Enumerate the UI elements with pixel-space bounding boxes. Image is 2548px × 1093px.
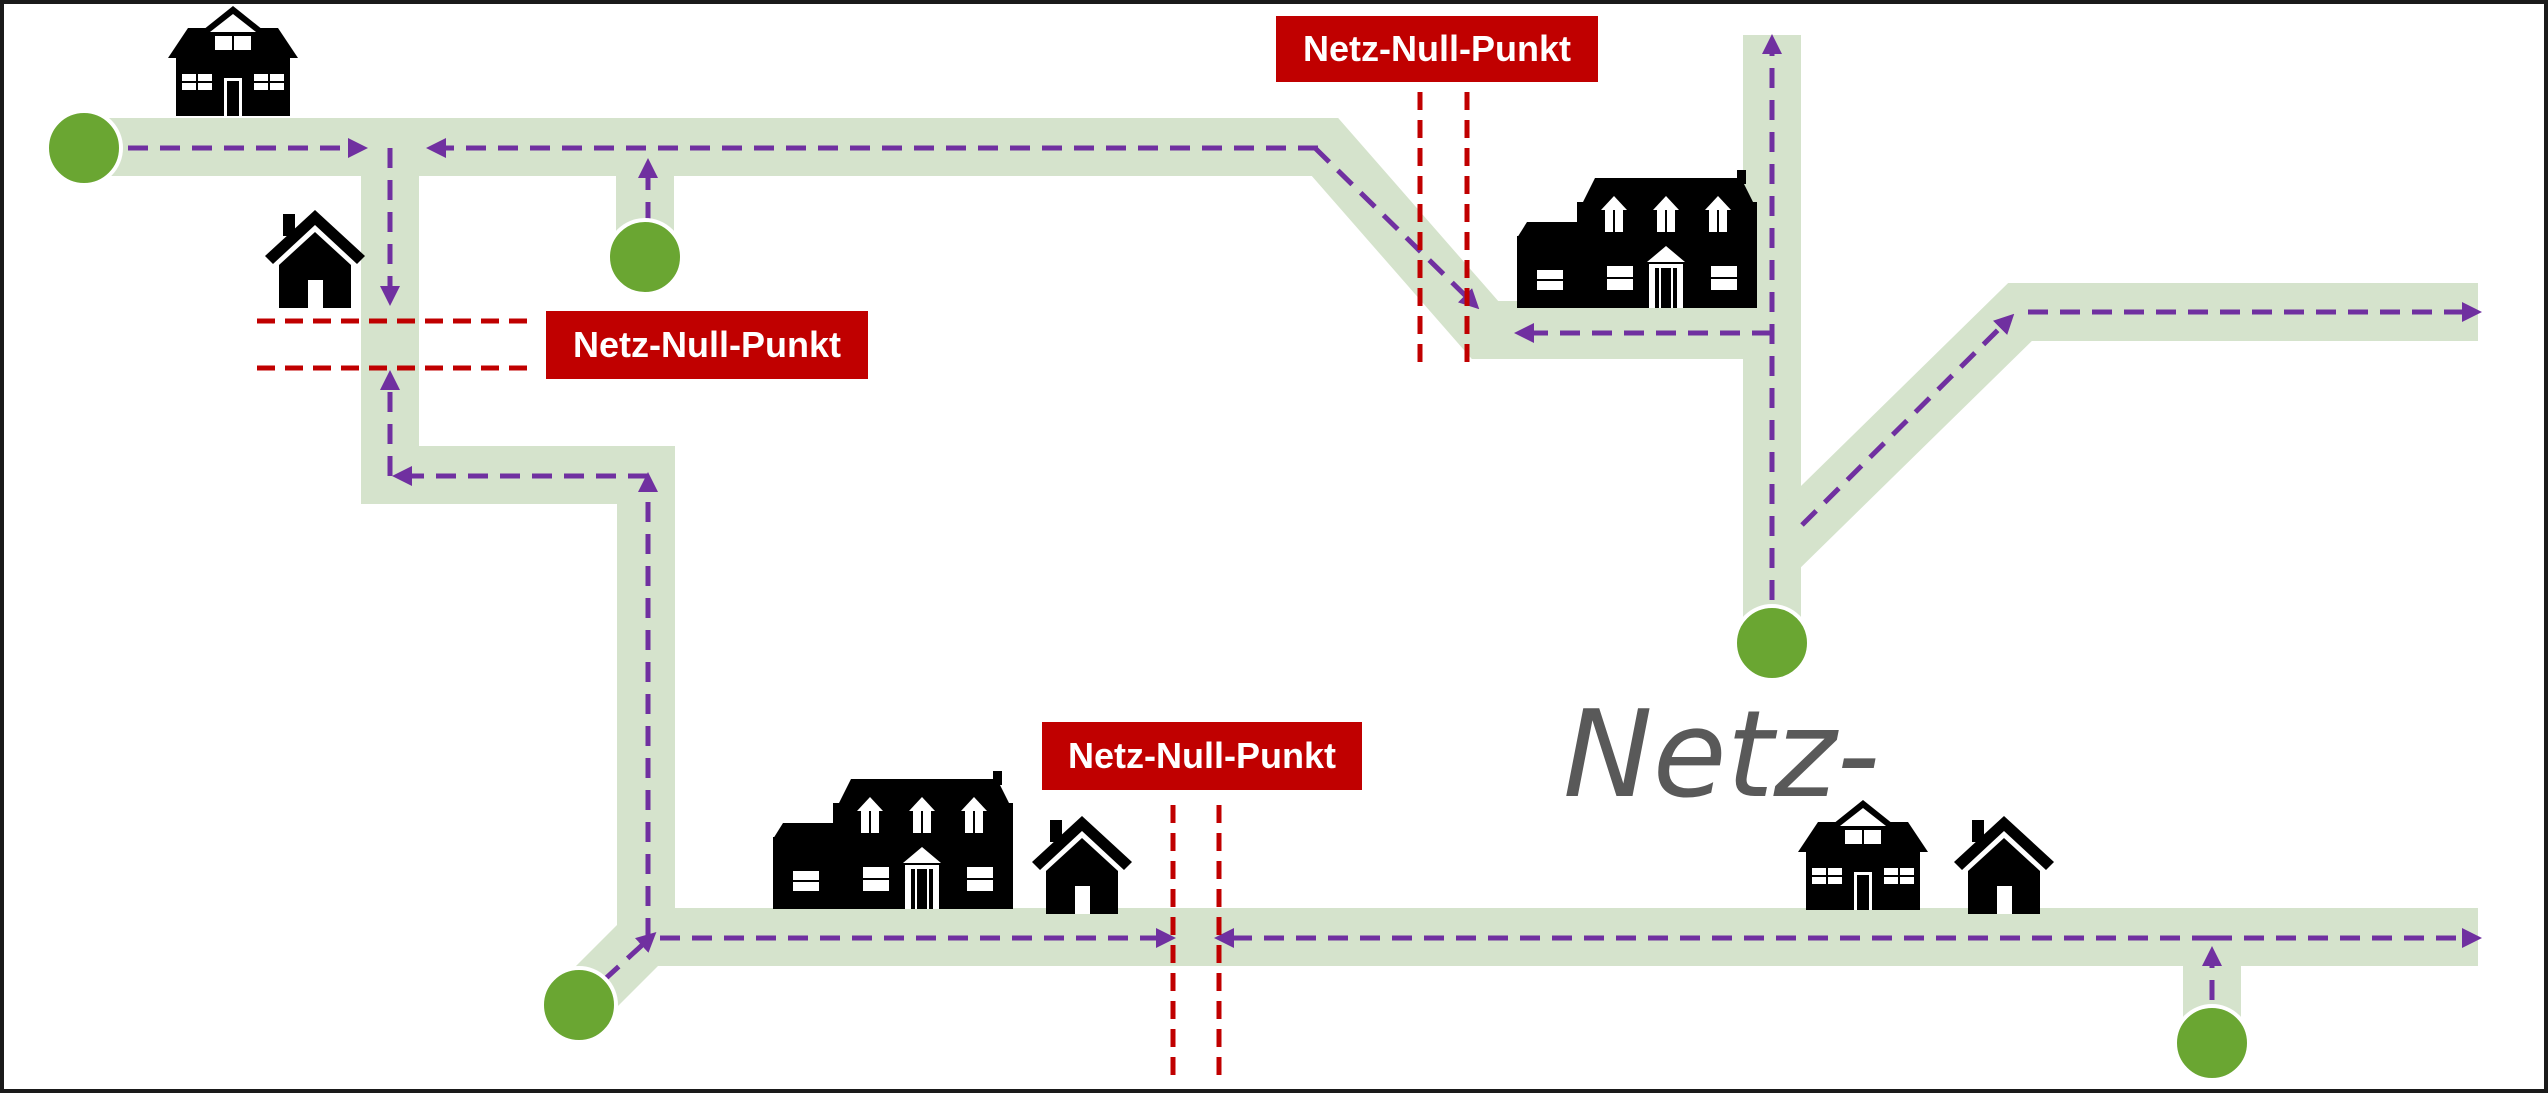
flow-arrow [1313,146,1480,310]
flow-arrow [602,931,657,982]
nnp-label-left: Netz-Null-Punkt [546,311,868,379]
nnp-label-bottom: Netz-Null-Punkt [1042,722,1362,790]
flow-arrow [1800,313,2015,527]
separation-lines [257,92,1470,1075]
label-background [1276,16,1598,82]
nnp-label-top-text: Netz-Null-Punkt [1303,28,1571,69]
green-circle-icon [45,109,123,187]
green-circle-icon [1733,604,1811,682]
nnp-label-top: Netz-Null-Punkt [1276,16,1598,82]
diagram-title: Netz- [1563,686,1880,825]
nnp-label-left-text: Netz-Null-Punkt [573,324,841,365]
green-circle-icon [2173,1004,2251,1082]
green-circle-icon [540,966,618,1044]
green-circle-icon [606,218,684,296]
flow-arrows [128,34,2482,1000]
feed-in-nodes [45,109,2251,1082]
nnp-label-bottom-text: Netz-Null-Punkt [1068,735,1336,776]
label-background [1042,722,1362,790]
label-background [546,311,868,379]
